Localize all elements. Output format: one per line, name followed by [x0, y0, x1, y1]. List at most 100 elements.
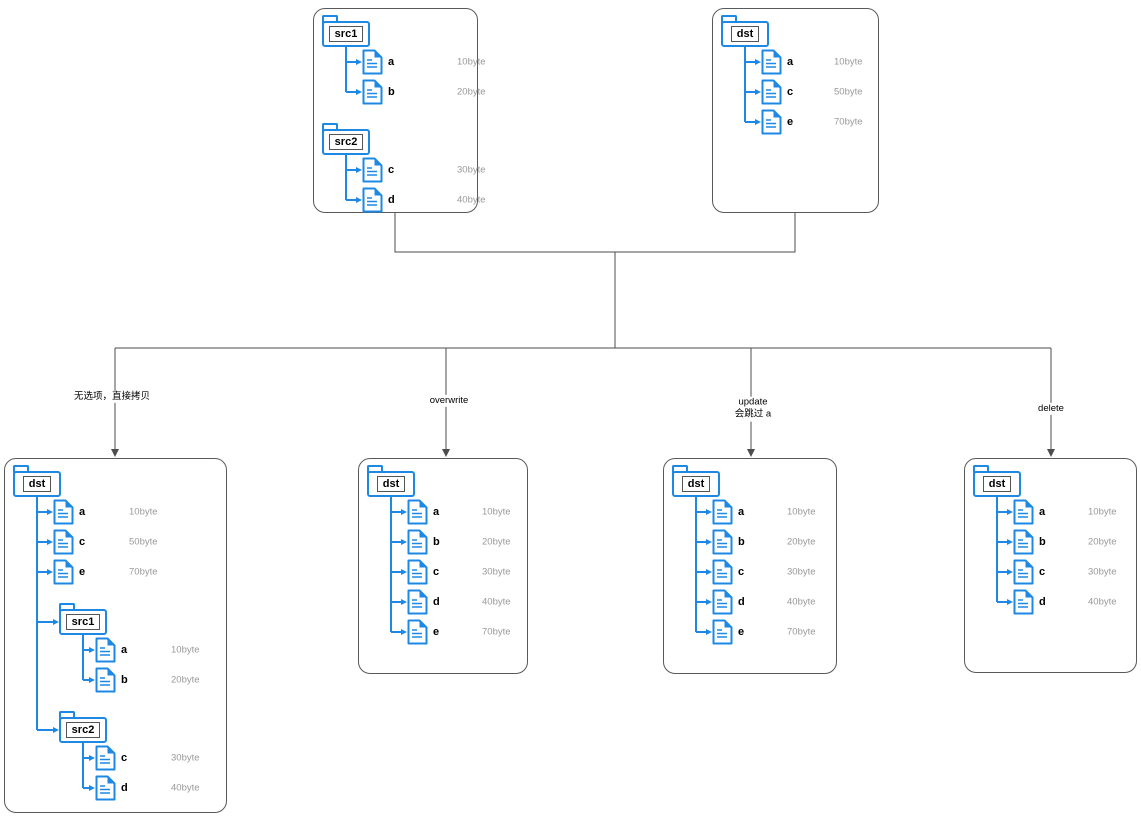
edge-label-update-line2: 会跳过 a	[734, 409, 772, 420]
edge-label-update: update 会跳过 a	[731, 396, 775, 422]
file-size-label: 50byte	[129, 536, 158, 548]
file-name-label: a	[1039, 506, 1046, 518]
file-name-label: a	[79, 506, 86, 518]
file-icon	[712, 499, 733, 525]
folder-node: src1	[59, 603, 107, 635]
file-size-label: 30byte	[787, 566, 816, 578]
tree-branch-line	[346, 91, 356, 93]
file-size-label: 10byte	[129, 506, 158, 518]
tree-branch-line	[83, 757, 89, 759]
tree-branch-arrowhead-icon	[755, 88, 761, 95]
file-icon	[761, 79, 782, 105]
file-size-label: 10byte	[482, 506, 511, 518]
file-name-label: e	[433, 626, 440, 638]
folder-label: dst	[982, 475, 1012, 493]
tree-branch-line	[745, 91, 755, 93]
tree-trunk-line	[390, 497, 392, 632]
file-size-label: 40byte	[1088, 596, 1117, 608]
file-size-label: 40byte	[787, 596, 816, 608]
file-name-label: e	[79, 566, 86, 578]
edge-label-copy: 无选项，直接拷贝	[70, 390, 154, 404]
file-size-label: 50byte	[834, 86, 863, 98]
file-size-label: 30byte	[171, 752, 200, 764]
file-icon	[1013, 529, 1034, 555]
folder-body: src2	[59, 717, 107, 743]
file-name-label: a	[388, 56, 395, 68]
tree-trunk-line	[996, 497, 998, 602]
folder-node: src2	[322, 123, 370, 155]
tree-branch-arrowhead-icon	[706, 508, 712, 515]
file-icon	[712, 529, 733, 555]
folder-icon	[59, 603, 75, 613]
folder-node: src2	[59, 711, 107, 743]
file-icon	[95, 745, 116, 771]
overwrite-arrowhead-icon	[442, 449, 450, 457]
file-size-label: 30byte	[482, 566, 511, 578]
folder-icon	[322, 15, 338, 25]
tree-branch-arrowhead-icon	[47, 508, 53, 515]
file-icon	[53, 529, 74, 555]
edge-label-delete: delete	[1035, 402, 1067, 416]
folder-body: src1	[59, 609, 107, 635]
file-icon	[1013, 589, 1034, 615]
folder-icon	[367, 465, 383, 475]
file-size-label: 30byte	[1088, 566, 1117, 578]
file-icon	[362, 79, 383, 105]
tree-branch-line	[391, 631, 401, 633]
tree-branch-line	[696, 601, 706, 603]
file-size-label: 20byte	[457, 86, 486, 98]
folder-icon	[973, 465, 989, 475]
file-icon	[1013, 559, 1034, 585]
tree-branch-arrowhead-icon	[89, 754, 95, 761]
folder-node: src1	[322, 15, 370, 47]
file-name-label: c	[787, 86, 794, 98]
tree-branch-arrowhead-icon	[89, 784, 95, 791]
file-icon	[362, 187, 383, 213]
edge-label-overwrite: overwrite	[426, 394, 472, 408]
tree-branch-arrowhead-icon	[755, 118, 761, 125]
file-name-label: a	[738, 506, 745, 518]
file-size-label: 10byte	[1088, 506, 1117, 518]
folder-body: src2	[322, 129, 370, 155]
tree-trunk-line	[82, 743, 84, 788]
tree-branch-line	[83, 649, 89, 651]
file-name-label: b	[388, 86, 395, 98]
file-size-label: 20byte	[787, 536, 816, 548]
folder-body: src1	[322, 21, 370, 47]
tree-branch-line	[346, 61, 356, 63]
tree-branch-arrowhead-icon	[755, 58, 761, 65]
folder-body: dst	[721, 21, 769, 47]
folder-label: dst	[22, 475, 52, 493]
tree-trunk-line	[36, 497, 38, 730]
tree-branch-line	[696, 631, 706, 633]
update-arrowhead-icon	[747, 449, 755, 457]
file-name-label: c	[433, 566, 440, 578]
file-size-label: 10byte	[457, 56, 486, 68]
tree-branch-arrowhead-icon	[356, 58, 362, 65]
tree-branch-arrowhead-icon	[401, 538, 407, 545]
file-icon	[712, 559, 733, 585]
tree-branch-arrowhead-icon	[47, 568, 53, 575]
file-icon	[362, 157, 383, 183]
file-size-label: 40byte	[457, 194, 486, 206]
file-name-label: d	[1039, 596, 1046, 608]
tree-branch-line	[37, 571, 47, 573]
file-name-label: d	[121, 782, 128, 794]
tree-branch-line	[83, 679, 89, 681]
folder-node: dst	[13, 465, 61, 497]
tree-branch-line	[391, 601, 401, 603]
file-name-label: b	[738, 536, 745, 548]
tree-branch-arrowhead-icon	[47, 538, 53, 545]
tree-branch-line	[37, 511, 47, 513]
tree-branch-arrowhead-icon	[401, 628, 407, 635]
file-size-label: 40byte	[482, 596, 511, 608]
file-icon	[407, 559, 428, 585]
folder-node: dst	[973, 465, 1021, 497]
folder-node: dst	[367, 465, 415, 497]
file-name-label: e	[787, 116, 794, 128]
tree-branch-line	[997, 601, 1007, 603]
tree-branch-line	[696, 541, 706, 543]
